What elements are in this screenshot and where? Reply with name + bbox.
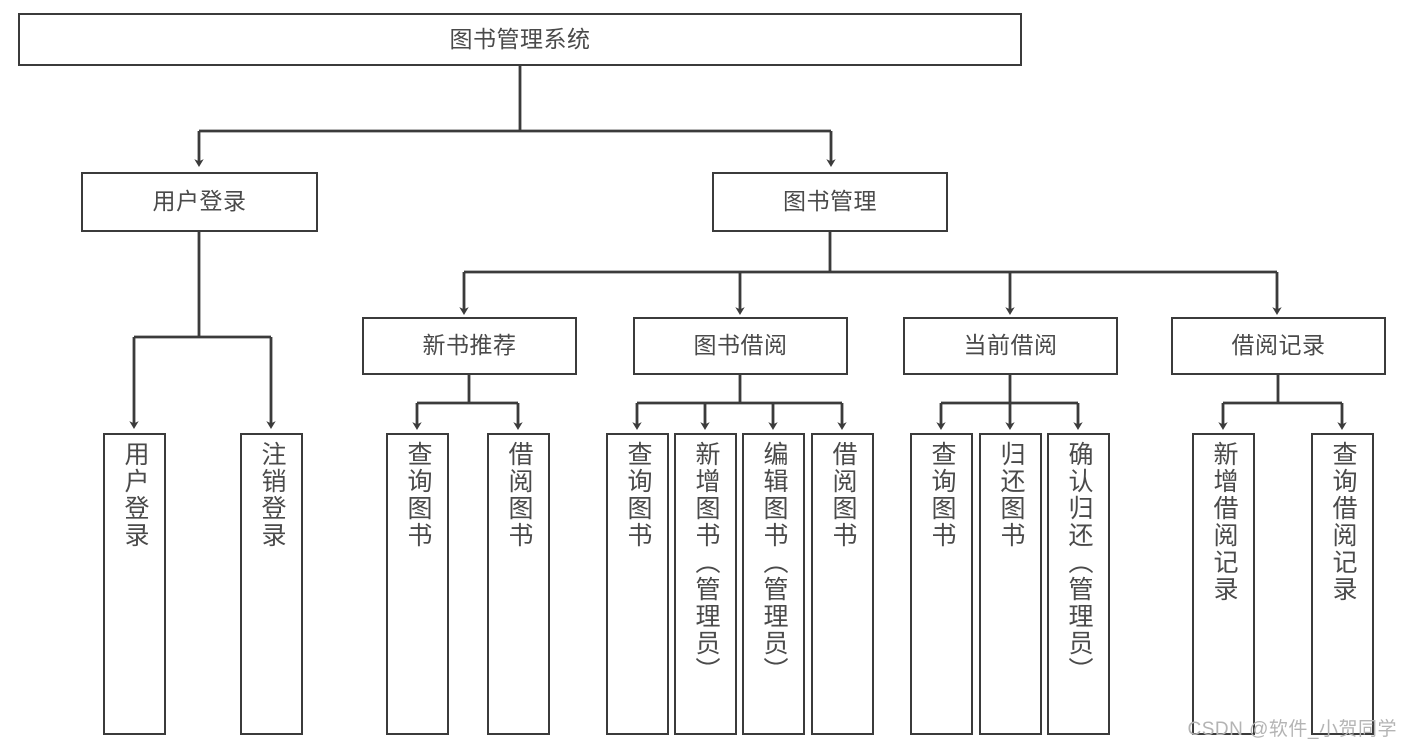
watermark: CSDN @软件_小贺同学: [1187, 719, 1397, 740]
leaf-confirm-return-label: 确认归还（管理员）: [1065, 441, 1093, 684]
leaf-logout-login-label: 注销登录: [258, 441, 286, 549]
node-root[interactable]: 图书管理系统: [18, 13, 1022, 66]
leaf-borrow-book-2[interactable]: 借阅图书: [811, 433, 874, 735]
leaf-query-book-1[interactable]: 查询图书: [386, 433, 449, 735]
leaf-user-login-label: 用户登录: [121, 441, 149, 549]
leaf-add-book[interactable]: 新增图书（管理员）: [674, 433, 737, 735]
node-borrow-record-label: 借阅记录: [1231, 332, 1326, 359]
node-book-borrow[interactable]: 图书借阅: [633, 317, 848, 375]
leaf-query-book-2-label: 查询图书: [624, 441, 652, 549]
node-borrow-record[interactable]: 借阅记录: [1171, 317, 1386, 375]
leaf-add-record[interactable]: 新增借阅记录: [1192, 433, 1255, 735]
node-current-borrow[interactable]: 当前借阅: [903, 317, 1118, 375]
node-new-book-recommend[interactable]: 新书推荐: [362, 317, 577, 375]
node-book-manage-label: 图书管理: [783, 188, 877, 215]
leaf-query-book-3-label: 查询图书: [928, 441, 956, 549]
node-root-label: 图书管理系统: [449, 25, 591, 52]
leaf-borrow-book-1[interactable]: 借阅图书: [487, 433, 550, 735]
leaf-user-login[interactable]: 用户登录: [103, 433, 166, 735]
leaf-edit-book-label: 编辑图书（管理员）: [760, 441, 788, 684]
leaf-return-book-label: 归还图书: [997, 441, 1025, 549]
leaf-query-record-label: 查询借阅记录: [1329, 441, 1357, 603]
leaf-query-record[interactable]: 查询借阅记录: [1311, 433, 1374, 735]
leaf-borrow-book-1-label: 借阅图书: [505, 441, 533, 549]
node-new-book-recommend-label: 新书推荐: [422, 332, 517, 359]
leaf-add-book-label: 新增图书（管理员）: [692, 441, 720, 684]
leaf-edit-book[interactable]: 编辑图书（管理员）: [742, 433, 805, 735]
node-user-login-label: 用户登录: [152, 188, 247, 215]
node-current-borrow-label: 当前借阅: [963, 332, 1058, 359]
leaf-confirm-return[interactable]: 确认归还（管理员）: [1047, 433, 1110, 735]
node-book-manage[interactable]: 图书管理: [712, 172, 948, 232]
leaf-return-book[interactable]: 归还图书: [979, 433, 1042, 735]
leaf-query-book-1-label: 查询图书: [404, 441, 432, 549]
leaf-query-book-3[interactable]: 查询图书: [910, 433, 973, 735]
leaf-query-book-2[interactable]: 查询图书: [606, 433, 669, 735]
node-user-login[interactable]: 用户登录: [81, 172, 318, 232]
leaf-logout-login[interactable]: 注销登录: [240, 433, 303, 735]
leaf-add-record-label: 新增借阅记录: [1210, 441, 1238, 603]
leaf-borrow-book-2-label: 借阅图书: [829, 441, 857, 549]
node-book-borrow-label: 图书借阅: [693, 332, 788, 359]
